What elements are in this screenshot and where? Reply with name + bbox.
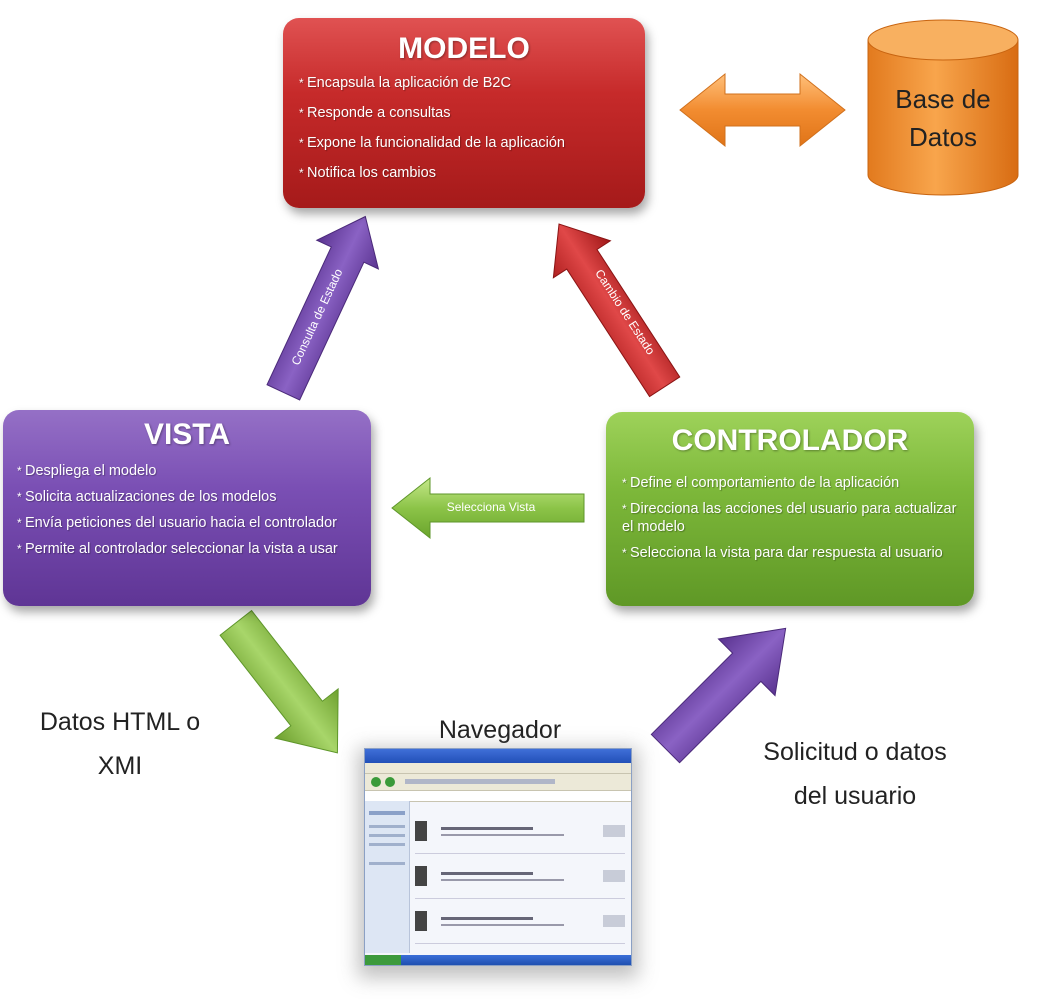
- solicitud-label: Solicitud o datos del usuario: [740, 730, 970, 818]
- back-icon: [371, 777, 381, 787]
- solicitud-arrow-icon: [650, 627, 787, 764]
- datos-html-arrow-icon: [219, 609, 339, 754]
- browser-screenshot-image: [364, 748, 632, 966]
- datos-html-line2: XMI: [97, 752, 143, 780]
- bidirectional-arrow-icon: [679, 72, 846, 148]
- controlador-list: Define el comportamiento de la aplicació…: [622, 474, 958, 562]
- browser-menubar: [365, 763, 631, 774]
- base-datos-label: Base de Datos: [868, 80, 1018, 156]
- list-item: Selecciona la vista para dar respuesta a…: [622, 544, 958, 562]
- list-item: Responde a consultas: [299, 104, 629, 122]
- list-item: Encapsula la aplicación de B2C: [299, 74, 629, 92]
- list-item: Solicita actualizaciones de los modelos: [17, 488, 357, 506]
- modelo-title: MODELO: [398, 32, 530, 65]
- browser-toolbar: [365, 774, 631, 791]
- selecciona-vista-arrow-icon: [391, 476, 585, 540]
- list-item: Despliega el modelo: [17, 462, 357, 480]
- list-item: Define el comportamiento de la aplicació…: [622, 474, 958, 492]
- toolbar-buttons: [405, 779, 555, 784]
- browser-taskbar: [365, 955, 631, 965]
- vista-box: VISTA Despliega el modelo Solicita actua…: [3, 410, 371, 606]
- browser-sidebar: [365, 801, 410, 953]
- modelo-list: Encapsula la aplicación de B2C Responde …: [299, 74, 629, 182]
- list-item: Envía peticiones del usuario hacia el co…: [17, 514, 357, 532]
- browser-address-bar: [365, 791, 631, 802]
- list-item: Notifica los cambios: [299, 164, 629, 182]
- controlador-title: CONTROLADOR: [671, 424, 909, 457]
- base-datos-line2: Datos: [909, 122, 977, 152]
- database-cylinder-icon: [867, 19, 1019, 196]
- list-item: Permite al controlador seleccionar la vi…: [17, 540, 357, 558]
- list-item: Expone la funcionalidad de la aplicación: [299, 134, 629, 152]
- vista-title: VISTA: [143, 418, 231, 451]
- navegador-label: Navegador: [438, 716, 562, 744]
- solicitud-line2: del usuario: [793, 782, 917, 810]
- consulta-estado-arrow-icon: [266, 215, 380, 401]
- cambio-estado-arrow-icon: [552, 223, 681, 398]
- controlador-box: CONTROLADOR Define el comportamiento de …: [606, 412, 974, 606]
- browser-content: [415, 809, 625, 944]
- datos-html-label: Datos HTML o XMI: [20, 700, 220, 788]
- browser-titlebar: [365, 749, 631, 763]
- selecciona-vista-label: Selecciona Vista: [446, 500, 536, 514]
- vista-list: Despliega el modelo Solicita actualizaci…: [17, 462, 357, 558]
- datos-html-line1: Datos HTML o: [39, 708, 201, 736]
- base-datos-line1: Base de: [895, 84, 991, 114]
- modelo-box: MODELO Encapsula la aplicación de B2C Re…: [283, 18, 645, 208]
- list-item: Direcciona las acciones del usuario para…: [622, 500, 958, 536]
- solicitud-line1: Solicitud o datos: [763, 738, 947, 766]
- forward-icon: [385, 777, 395, 787]
